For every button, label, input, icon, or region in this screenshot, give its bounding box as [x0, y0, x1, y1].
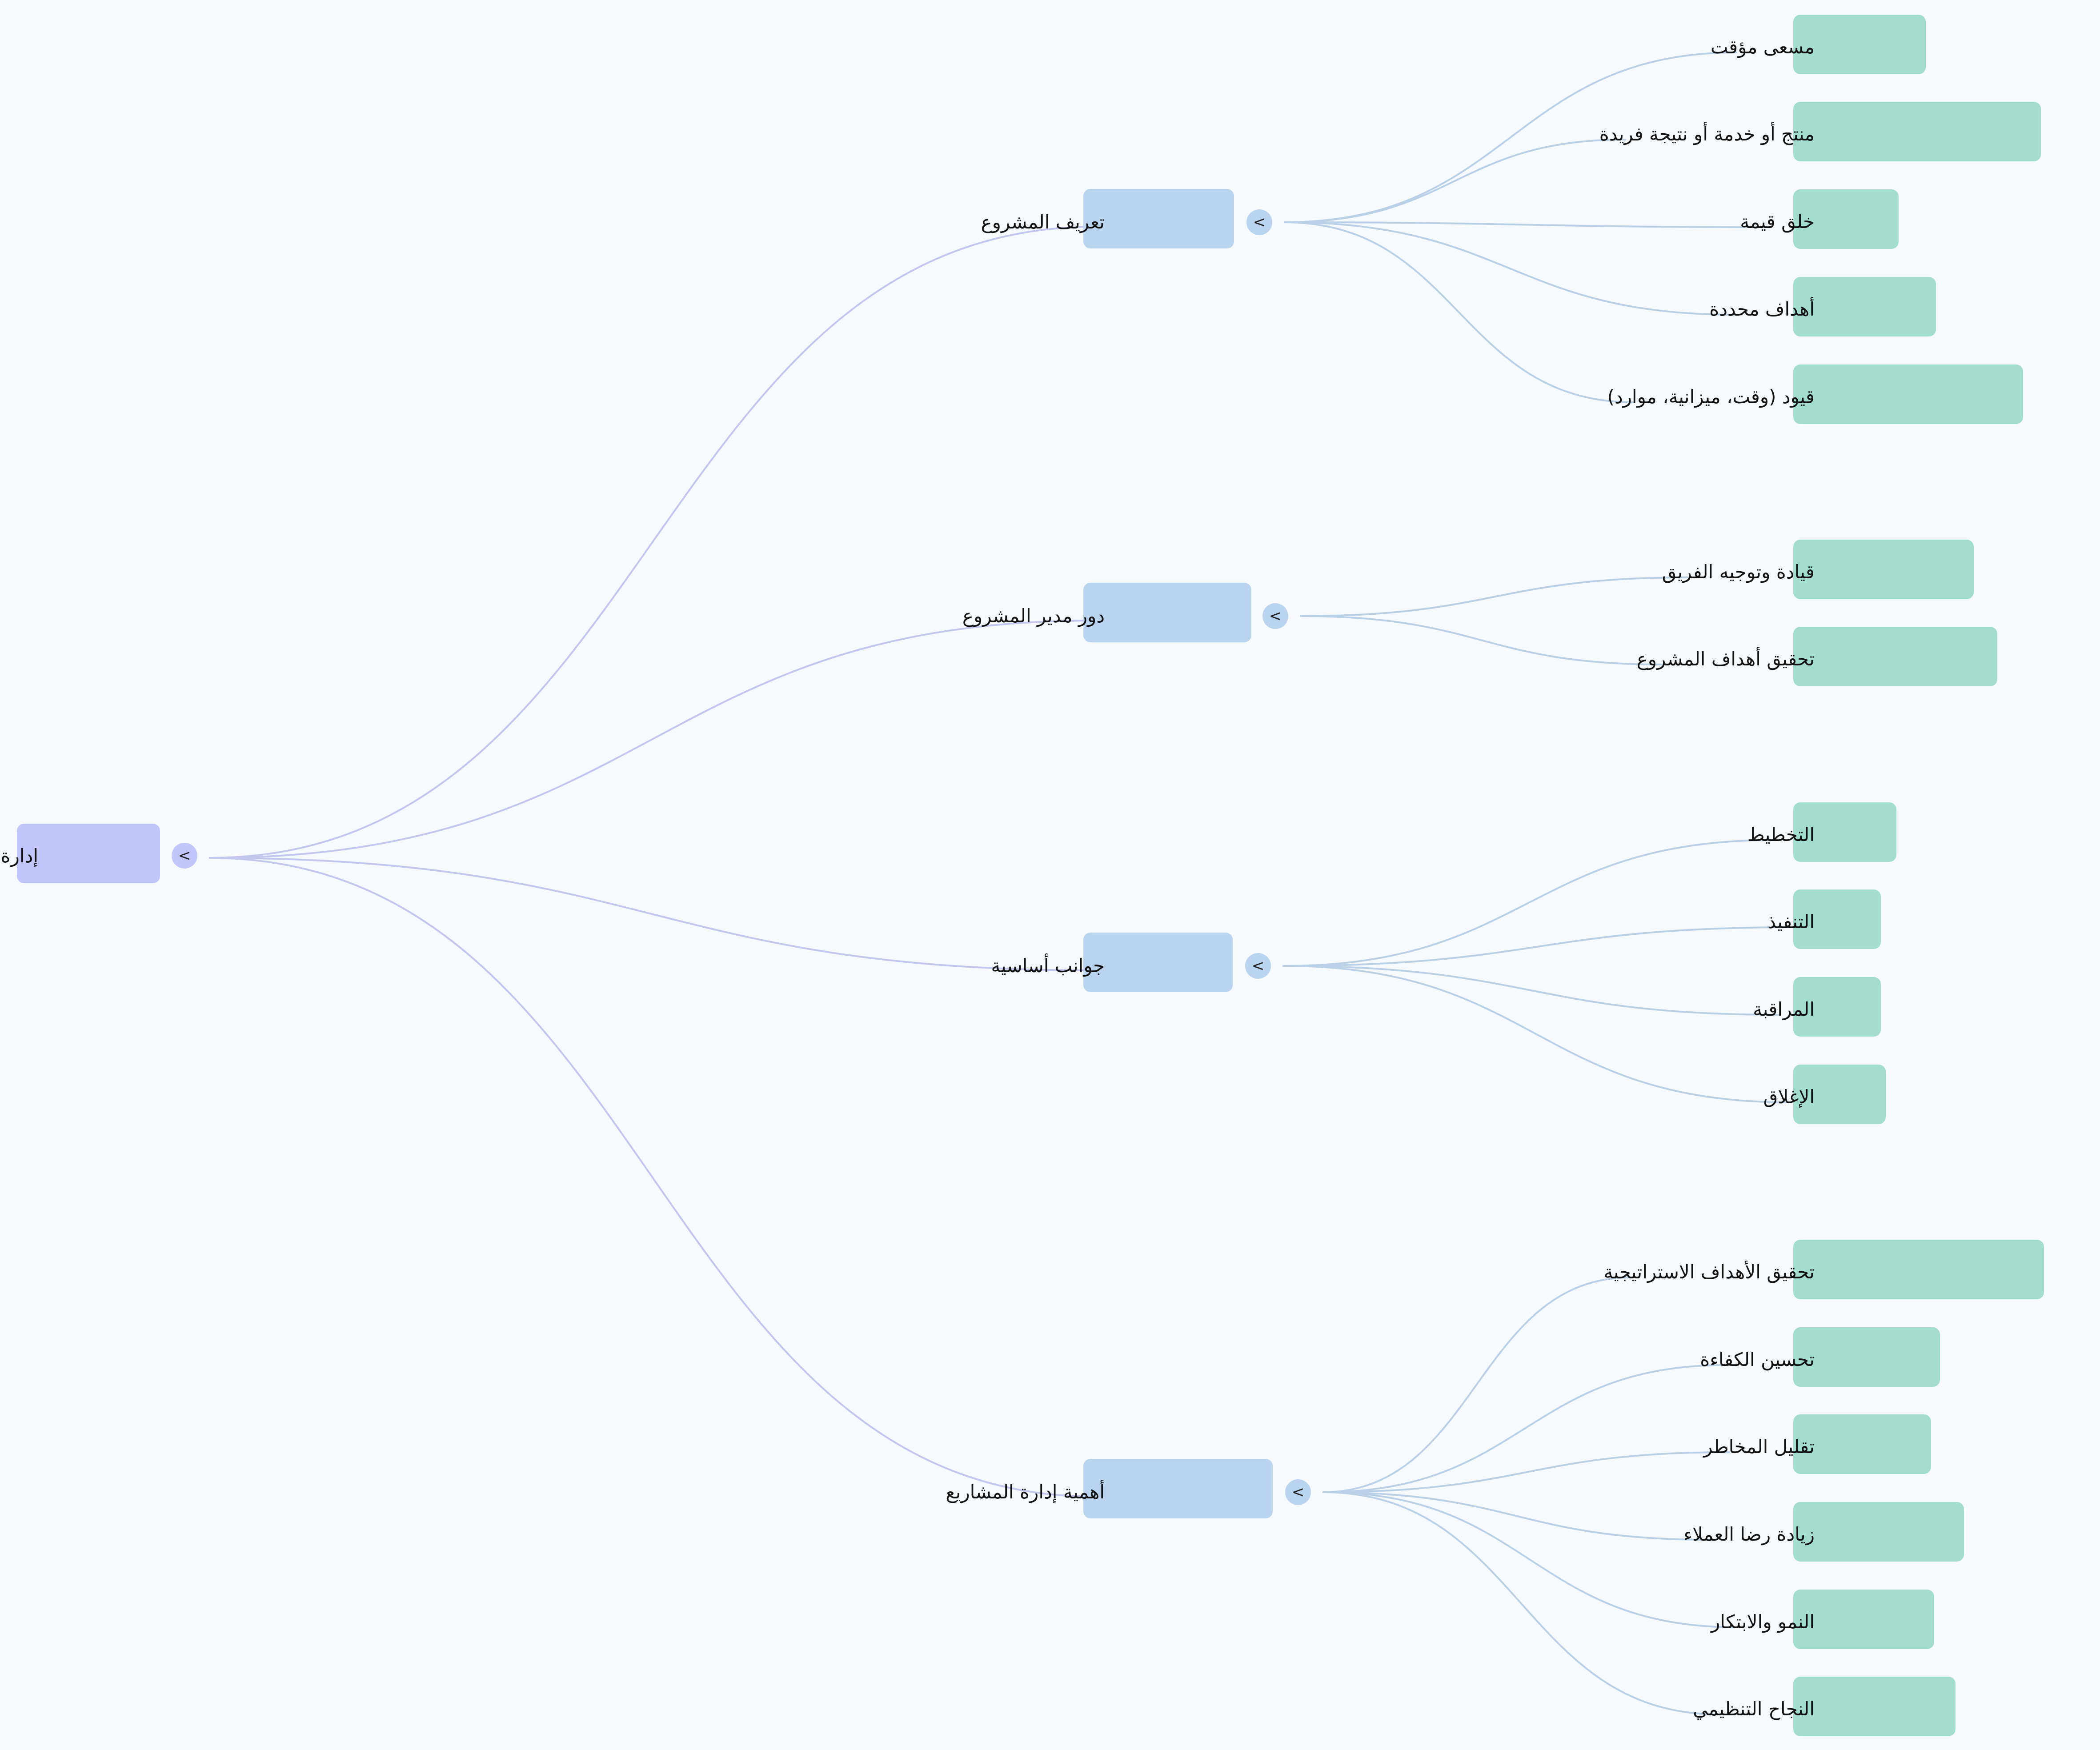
leaf-label: الإغلاق [1763, 1086, 1815, 1108]
branch-to-leaf-connector [1322, 1491, 1711, 1541]
leaf-node[interactable] [1793, 802, 1896, 862]
branch-to-leaf-connector [1283, 221, 1634, 403]
branch-label-key-aspects: جوانب أساسية [991, 955, 1105, 977]
leaf-node[interactable] [1793, 1327, 1940, 1387]
branch-collapse-toggle-icon[interactable]: < [1262, 603, 1288, 629]
leaf-node[interactable] [1793, 102, 2041, 161]
branch-to-leaf-connector [1282, 965, 1780, 1016]
leaf-label: خلق قيمة [1740, 211, 1815, 232]
root-to-branch-connector [208, 857, 1096, 1498]
branch-to-leaf-connector [1322, 1364, 1727, 1493]
branch-node-importance[interactable] [1083, 1459, 1273, 1518]
leaf-label: التنفيذ [1767, 911, 1815, 933]
leaf-node[interactable] [1793, 1065, 1886, 1124]
branch-to-leaf-connector [1283, 221, 1767, 228]
leaf-label: المراقبة [1753, 998, 1815, 1020]
leaf-label: قيود (وقت، ميزانية، موارد) [1607, 386, 1815, 408]
branch-collapse-toggle-icon[interactable]: < [1285, 1479, 1311, 1505]
leaf-node[interactable] [1793, 627, 1997, 686]
leaf-node[interactable] [1793, 364, 2023, 424]
branch-collapse-toggle-icon[interactable]: < [1246, 209, 1272, 235]
branch-collapse-toggle-icon[interactable]: < [1245, 953, 1271, 979]
root-label: إدارة [0, 845, 38, 867]
branch-node-key-aspects[interactable] [1083, 933, 1233, 992]
leaf-node[interactable] [1793, 277, 1936, 336]
branch-to-leaf-connector [1322, 1451, 1731, 1493]
leaf-node[interactable] [1793, 1240, 2044, 1299]
branch-to-leaf-connector [1300, 615, 1663, 665]
leaf-node[interactable] [1793, 1590, 1934, 1649]
root-node[interactable] [17, 824, 160, 883]
branch-to-leaf-connector [1322, 1491, 1738, 1628]
branch-label-project-definition: تعريف المشروع [981, 211, 1105, 233]
branch-to-leaf-connector [1282, 965, 1790, 1103]
leaf-node[interactable] [1793, 540, 1974, 599]
leaf-node[interactable] [1793, 1677, 1956, 1736]
leaf-label: تحسين الكفاءة [1700, 1349, 1815, 1370]
branch-to-leaf-connector [1300, 577, 1689, 617]
root-to-branch-connector [208, 620, 1096, 859]
branch-node-project-definition[interactable] [1083, 189, 1234, 248]
leaf-label: قيادة وتوجيه الفريق [1662, 561, 1815, 583]
leaf-node[interactable] [1793, 1414, 1931, 1474]
branch-label-project-manager-role: دور مدير المشروع [962, 605, 1105, 627]
root-to-branch-connector [208, 226, 1096, 859]
branch-to-leaf-connector [1322, 1277, 1631, 1493]
leaf-node[interactable] [1793, 1502, 1964, 1562]
leaf-label: تحقيق الأهداف الاستراتيجية [1603, 1261, 1815, 1283]
leaf-label: النمو والابتكار [1711, 1611, 1815, 1633]
branch-to-leaf-connector [1283, 221, 1736, 316]
branch-to-leaf-connector [1282, 926, 1795, 967]
branch-to-leaf-connector [1322, 1491, 1720, 1715]
branch-label-importance: أهمية إدارة المشاريع [946, 1481, 1105, 1503]
leaf-node[interactable] [1793, 977, 1881, 1037]
branch-to-leaf-connector [1283, 52, 1737, 223]
leaf-label: أهداف محددة [1709, 298, 1815, 320]
root-collapse-toggle-icon[interactable]: < [172, 843, 197, 869]
leaf-node[interactable] [1793, 189, 1899, 249]
leaf-label: التخطيط [1747, 824, 1815, 845]
leaf-label: مسعى مؤقت [1710, 36, 1815, 58]
leaf-label: النجاح التنظيمي [1693, 1698, 1815, 1720]
branch-to-leaf-connector [1283, 139, 1626, 223]
leaf-node[interactable] [1793, 15, 1926, 74]
branch-to-leaf-connector [1282, 839, 1774, 967]
root-to-branch-connector [208, 857, 1096, 971]
leaf-node[interactable] [1793, 889, 1881, 949]
leaf-label: تحقيق أهداف المشروع [1636, 648, 1815, 670]
leaf-label: منتج أو خدمة أو نتيجة فريدة [1599, 123, 1815, 145]
branch-node-project-manager-role[interactable] [1083, 583, 1251, 642]
leaf-label: تقليل المخاطر [1703, 1436, 1815, 1458]
leaf-label: زيادة رضا العملاء [1683, 1523, 1815, 1545]
